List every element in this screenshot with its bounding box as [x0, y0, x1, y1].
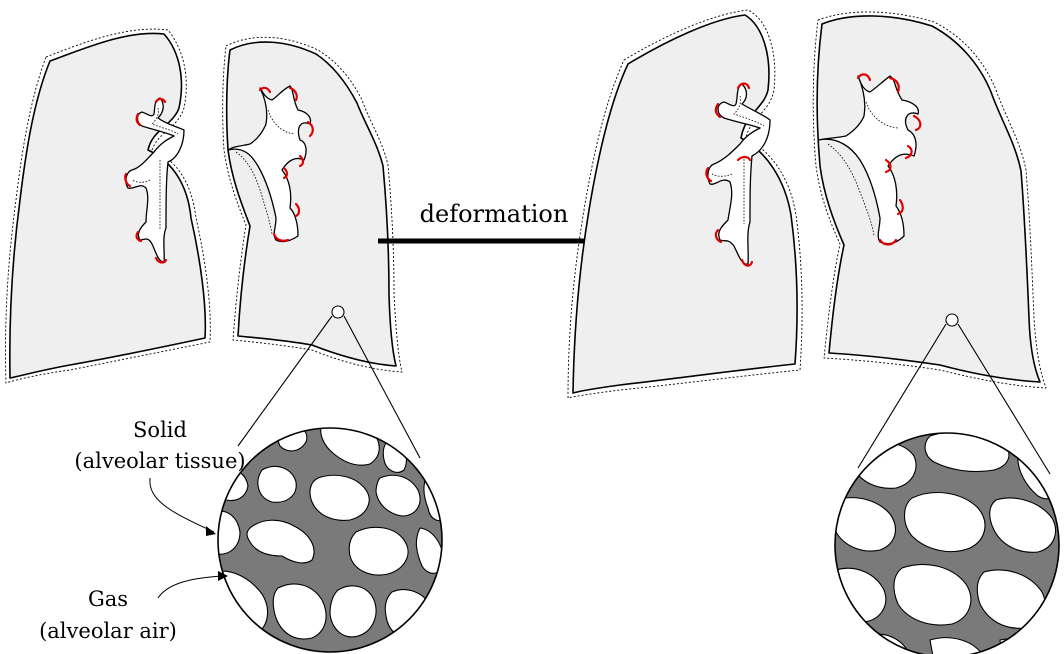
left-lung-undeformed: [5, 29, 210, 383]
sample-point-deformed: [946, 314, 958, 326]
deformation-label: deformation: [420, 200, 569, 228]
deformed-lungs: [568, 10, 1046, 398]
undeformed-lungs: [5, 29, 402, 383]
left-lung-deformed: [568, 10, 802, 398]
gas-label-line2: (alveolar air): [39, 619, 177, 643]
sample-point-undeformed: [332, 306, 344, 318]
gas-annotation: Gas (alveolar air): [39, 571, 228, 643]
right-lung-deformed: [813, 12, 1046, 388]
solid-label-line1: Solid: [133, 418, 187, 442]
microstructure-deformed: [830, 428, 1064, 654]
solid-pointer: [150, 478, 214, 532]
solid-label-line2: (alveolar tissue): [74, 449, 245, 473]
gas-label-line1: Gas: [88, 587, 128, 611]
right-lung-undeformed: [223, 37, 402, 372]
gas-pointer: [158, 576, 224, 598]
microstructure-undeformed: [210, 420, 450, 654]
